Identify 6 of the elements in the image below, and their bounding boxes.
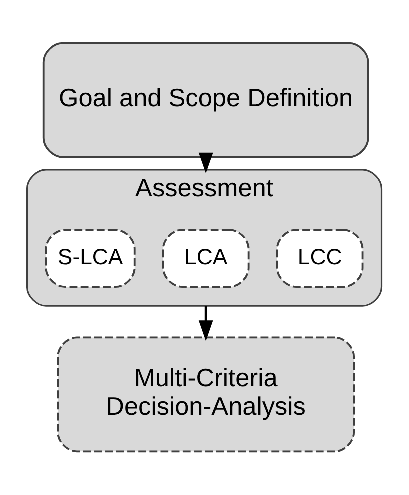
node-box: Multi-Criteria Decision-Analysis: [57, 336, 356, 453]
node-box: S-LCA: [45, 229, 136, 288]
node-box: LCC: [276, 229, 364, 288]
node-box: LCA: [162, 229, 250, 288]
arrow: [198, 152, 214, 174]
arrow: [198, 306, 214, 342]
